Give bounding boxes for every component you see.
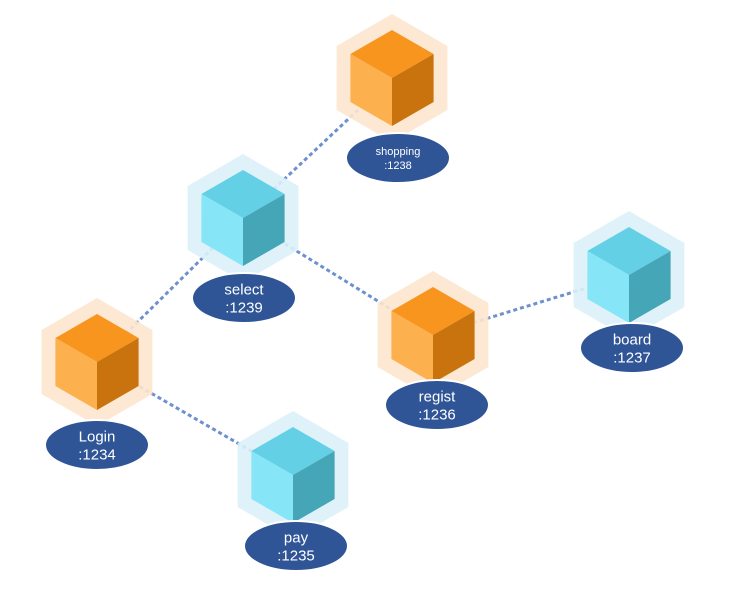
cube-left-face (391, 311, 433, 383)
cube-right-face (243, 194, 285, 266)
node-label-badge (44, 419, 150, 471)
edges-layer (95, 76, 630, 477)
node-port: :1236 (418, 406, 456, 423)
node-label-badge (579, 322, 685, 374)
nodes-layer: shopping :1238 select:1239 regist:1236 board… (41, 14, 685, 572)
cube-left-face (55, 338, 97, 410)
node-port: :1239 (225, 299, 263, 316)
cube-top-face (251, 427, 335, 475)
cube-right-face (293, 451, 335, 523)
node-shopping[interactable]: shopping :1238 (336, 14, 451, 184)
node-name: regist (419, 388, 457, 405)
node-name: pay (284, 529, 309, 546)
node-pay[interactable]: pay:1235 (237, 411, 349, 572)
node-name: select (224, 281, 264, 298)
node-name: shopping (376, 146, 421, 158)
cube-right-face (392, 54, 434, 126)
node-select[interactable]: select:1239 (187, 154, 299, 324)
node-label-badge (345, 132, 451, 184)
node-label-badge (191, 272, 297, 324)
cube-right-face (629, 251, 671, 323)
node-board[interactable]: board:1237 (573, 211, 685, 374)
node-port: :1238 (384, 160, 412, 172)
node-label-badge (243, 520, 349, 572)
node-name: board (613, 331, 651, 348)
cube-left-face (251, 451, 293, 523)
node-login[interactable]: Login:1234 (41, 298, 153, 471)
cube-top-face (350, 30, 434, 78)
node-label-badge (384, 379, 490, 431)
node-port: :1235 (277, 547, 315, 564)
cube-left-face (350, 54, 392, 126)
cube-left-face (587, 251, 629, 323)
cube-left-face (201, 194, 243, 266)
cube-right-face (97, 338, 139, 410)
cube-top-face (391, 287, 475, 335)
node-port: :1237 (613, 349, 651, 366)
node-port: :1234 (78, 446, 116, 463)
node-regist[interactable]: regist:1236 (377, 271, 490, 431)
node-name: Login (79, 428, 116, 445)
cube-right-face (433, 311, 475, 383)
